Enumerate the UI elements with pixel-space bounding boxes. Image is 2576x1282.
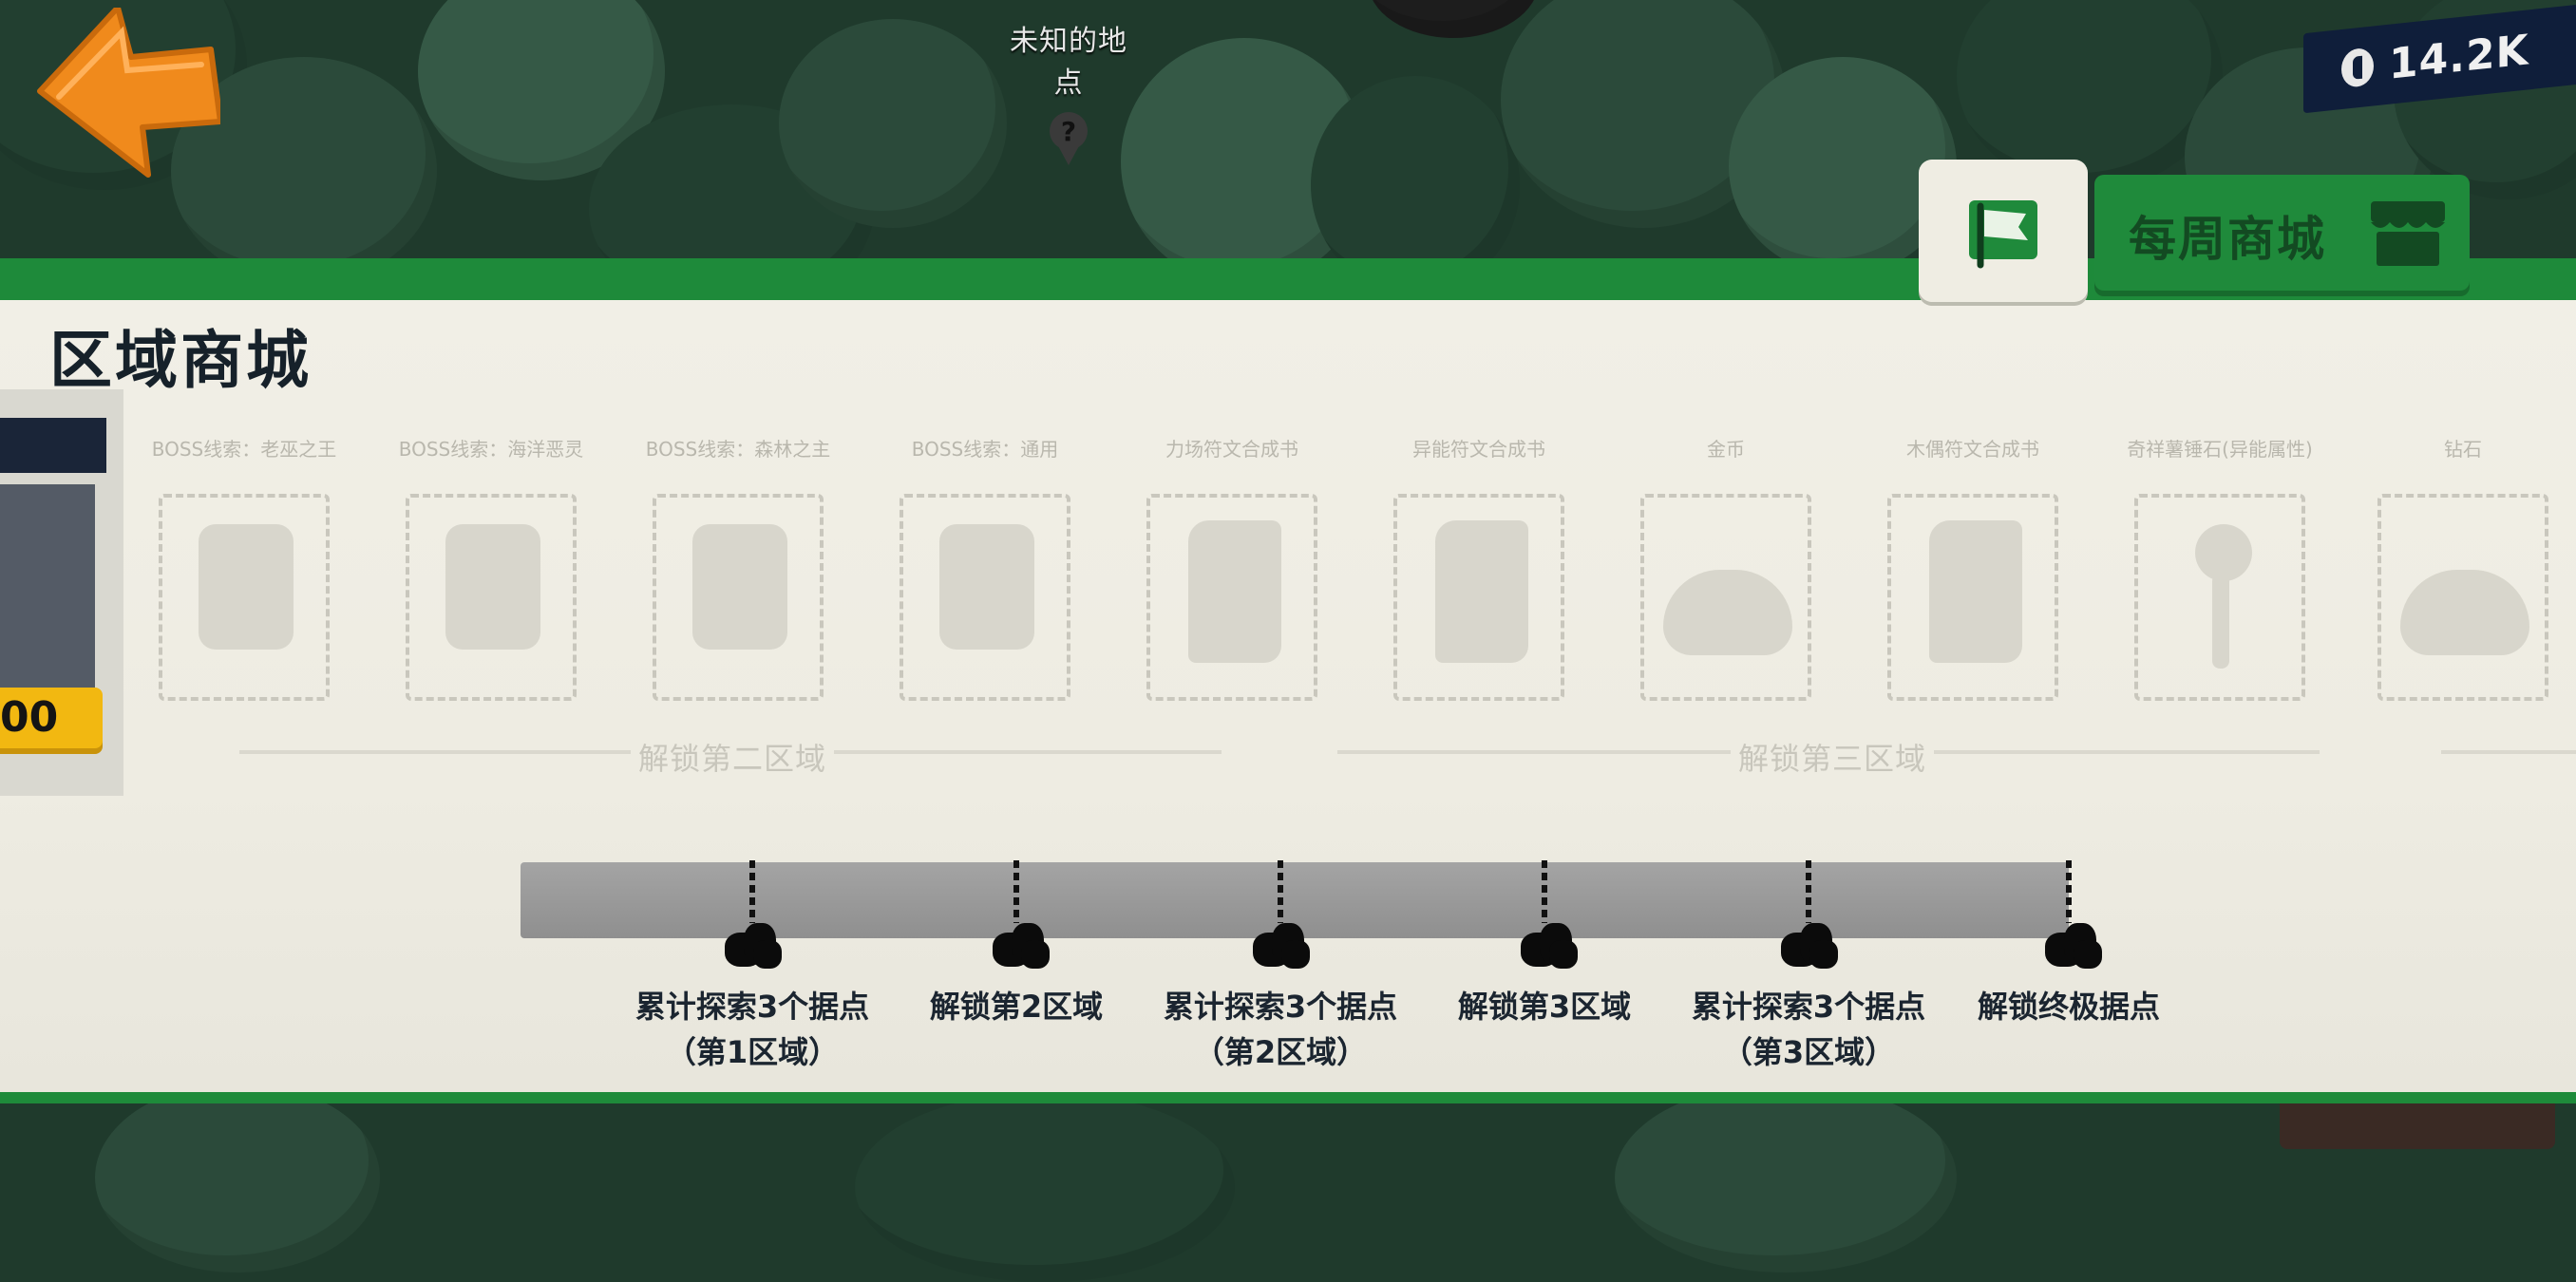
locked-item-silhouette [2195,524,2252,581]
milestone-label: 解锁终极据点 [1977,989,2160,1025]
item-slot-label: 金币 [1707,438,1745,461]
item-slot-label: 钻石 [2444,438,2482,461]
item-slot-label: 奇祥薯锤石(异能属性) [2127,438,2313,461]
tab-weekly-label: 每周商城 [2129,212,2326,267]
svg-text:?: ? [1061,116,1076,147]
locked-reward-icon [2036,919,2102,972]
item-slot-frame [653,494,824,701]
item-slot-frame [159,494,330,701]
shop-awning-icon [2371,201,2445,266]
item-slot[interactable]: 异能符文合成书 [1379,435,1579,701]
milestone-label: 解锁第2区域 [929,989,1104,1025]
locked-item-silhouette [199,524,294,650]
card-image [0,484,95,693]
item-slot-label: BOSS线索：通用 [911,438,1059,461]
item-slot-frame [1640,494,1811,701]
locked-item-silhouette [1663,570,1792,655]
locked-item-silhouette [2212,574,2229,669]
item-slot-label: BOSS线索：海洋恶灵 [398,438,584,461]
locked-item-silhouette [1435,520,1528,663]
locked-reward-icon [1247,919,1314,972]
milestone-reward[interactable]: 累计探索3个据点（第2区域） [1157,860,1404,1075]
item-slot-label: 木偶符文合成书 [1906,438,2039,461]
location-label: 未知的地点 [1010,25,1127,100]
item-slot-frame [1887,494,2058,701]
locked-reward-icon [983,919,1050,972]
currency-value: 14.2K [2389,25,2529,89]
milestone-reward[interactable]: 累计探索3个据点（第3区域） [1685,860,1932,1075]
item-slot[interactable]: BOSS线索：老巫之王 [144,435,344,701]
item-slot[interactable]: 木偶符文合成书 [1873,435,2073,701]
locked-item-silhouette [939,524,1034,650]
locked-reward-icon [1775,919,1842,972]
unlock-region-3-label: 解锁第三区域 [1731,735,1935,779]
milestone-label: 解锁第3区域 [1457,989,1632,1025]
back-button[interactable] [30,5,223,179]
tab-weekly-shop[interactable]: 每周商城 [2094,175,2470,296]
locked-item-silhouette [2400,570,2529,655]
item-slot-frame [2134,494,2305,701]
item-slot-frame [1393,494,1564,701]
chain-icon [1806,860,1811,923]
price-button[interactable]: 00 [0,688,103,748]
locked-reward-icon [719,919,786,972]
chain-icon [1013,860,1019,923]
milestone-reward[interactable]: 解锁第2区域 [893,860,1140,1029]
back-arrow-icon [37,5,223,178]
item-slot[interactable]: 钻石 [2363,435,2563,701]
chain-icon [1542,860,1547,923]
coin-icon [2341,47,2374,89]
milestone-reward[interactable]: 累计探索3个据点（第1区域） [629,860,876,1075]
locked-item-silhouette [1929,520,2022,663]
item-slot-label: 力场符文合成书 [1165,438,1298,461]
chain-icon [1278,860,1283,923]
item-slot-label: 异能符文合成书 [1412,438,1545,461]
item-slot-frame [1146,494,1317,701]
question-pin-icon: ? [1047,110,1090,167]
map-location-marker[interactable]: 未知的地点 ? [997,17,1140,167]
locked-item-silhouette [1188,520,1281,663]
item-slot[interactable]: 奇祥薯锤石(异能属性) [2120,435,2320,701]
chain-icon [749,860,755,923]
locked-item-silhouette [692,524,787,650]
item-slot[interactable]: 力场符文合成书 [1132,435,1332,701]
item-slot[interactable]: BOSS线索：森林之主 [638,435,838,701]
item-slot-label: BOSS线索：森林之主 [645,438,831,461]
chain-icon [2066,860,2072,923]
milestone-label: 累计探索3个据点（第2区域） [1163,989,1398,1070]
locked-reward-icon [1511,919,1578,972]
tab-region-shop[interactable] [1919,160,2088,302]
featured-item-card[interactable]: 00 [0,389,123,796]
item-slot[interactable]: BOSS线索：海洋恶灵 [391,435,591,701]
milestone-label: 累计探索3个据点（第1区域） [635,989,870,1070]
item-slot[interactable]: BOSS线索：通用 [885,435,1085,701]
milestone-reward[interactable]: 解锁第3区域 [1421,860,1668,1029]
item-slot-label: BOSS线索：老巫之王 [151,438,337,461]
item-slot[interactable]: 金币 [1626,435,1826,701]
item-slot-frame [900,494,1070,701]
milestone-reward[interactable]: 解锁终极据点 [1945,860,2192,1029]
locked-item-silhouette [445,524,540,650]
flag-icon [1969,200,2037,269]
unlock-divider [2441,750,2576,754]
item-slot-frame [2377,494,2548,701]
panel-title: 区域商城 [49,324,312,397]
unlock-region-2-label: 解锁第二区域 [631,735,835,779]
card-header [0,418,106,473]
milestone-label: 累计探索3个据点（第3区域） [1691,989,1926,1070]
item-slot-frame [406,494,577,701]
